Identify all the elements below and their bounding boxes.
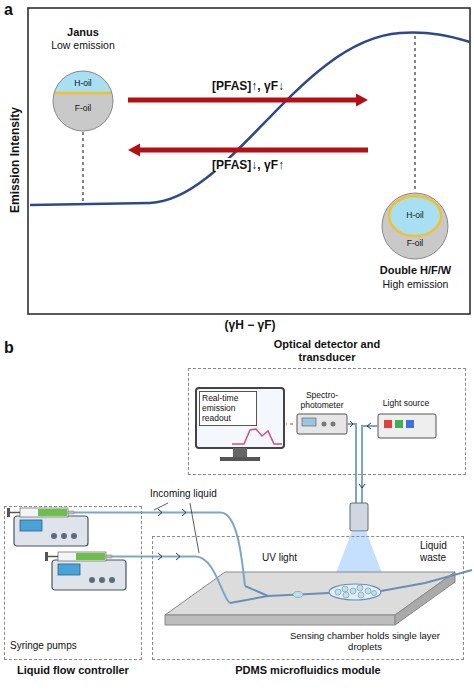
node-text: Real-time emission readout [199, 391, 257, 426]
panel-letter: a [4, 0, 13, 19]
optical-fiber [347, 421, 378, 503]
axis-title: (γH − γF) [224, 318, 275, 332]
chart-frame [28, 8, 470, 314]
node-heading: PDMS microfluidics module [152, 664, 464, 677]
syringe-pump [7, 508, 88, 546]
panel-letter: b [4, 338, 14, 357]
node-text: High emission [368, 278, 463, 291]
leader-line [82, 132, 83, 202]
node-text: F-oil [385, 238, 445, 248]
node-text: H-oil [385, 210, 445, 220]
droplet-node: JanusLow emissionH-oilF-oil [38, 26, 128, 136]
callout-label: Incoming liquid [150, 488, 217, 500]
tubing [74, 509, 245, 603]
node-heading: Double H/F/W [368, 264, 463, 277]
edge-label: [PFAS]↑, γF↓ [210, 79, 286, 93]
node-text: Low emission [38, 39, 128, 52]
module-region: Optical detector and transducerReal-time… [188, 338, 466, 475]
leader-line [414, 36, 415, 192]
arrowhead [356, 93, 368, 106]
callout-label: Syringe pumps [10, 640, 77, 652]
droplet-node: Double H/F/WHigh emission H-oilF-oil [368, 190, 463, 302]
device-node: Spectro-photometer [293, 390, 351, 440]
transition-arrow [128, 143, 368, 156]
syringe-pump [45, 552, 126, 590]
callout-label: UV light [262, 552, 297, 564]
double-droplet [382, 193, 448, 259]
probe [350, 503, 368, 531]
monitor-illustration [196, 388, 284, 461]
data-link [286, 424, 293, 425]
dashed-outline [152, 536, 464, 660]
arrowhead [128, 143, 140, 156]
node-heading: Janus [38, 26, 128, 39]
device-node: Light source [372, 398, 440, 444]
connector-line [286, 423, 293, 424]
dashed-outline [4, 506, 142, 660]
node-heading: Liquid flow controller [4, 664, 142, 677]
leader-line [154, 503, 168, 510]
callout-label: Sensing chamber holds single layer dropl… [290, 630, 440, 653]
emission-curve [30, 33, 470, 205]
monitor-node: Real-time emission readout [194, 388, 286, 464]
node-text: Light source [372, 398, 440, 408]
spectrophotometer-illustration [297, 414, 347, 434]
transition-arrow [128, 93, 368, 106]
module-region: Liquid flow controller [4, 506, 142, 678]
light-source-illustration [378, 414, 436, 438]
leader-line [190, 503, 199, 553]
module-region: PDMS microfluidics module [152, 536, 464, 678]
janus-droplet [53, 71, 113, 131]
node-text: F-oil [53, 103, 113, 113]
axis-title: Emission Intensity [8, 107, 22, 213]
node-text: H-oil [53, 78, 113, 88]
node-text: Spectro-photometer [293, 390, 351, 410]
pdms-chip [165, 570, 472, 625]
callout-label: Liquid waste [420, 540, 460, 564]
edge-label: [PFAS]↓, γF↑ [210, 158, 286, 172]
connector-line [140, 148, 368, 153]
node-heading: Optical detector and transducer [252, 338, 402, 364]
connector-line [128, 98, 356, 103]
